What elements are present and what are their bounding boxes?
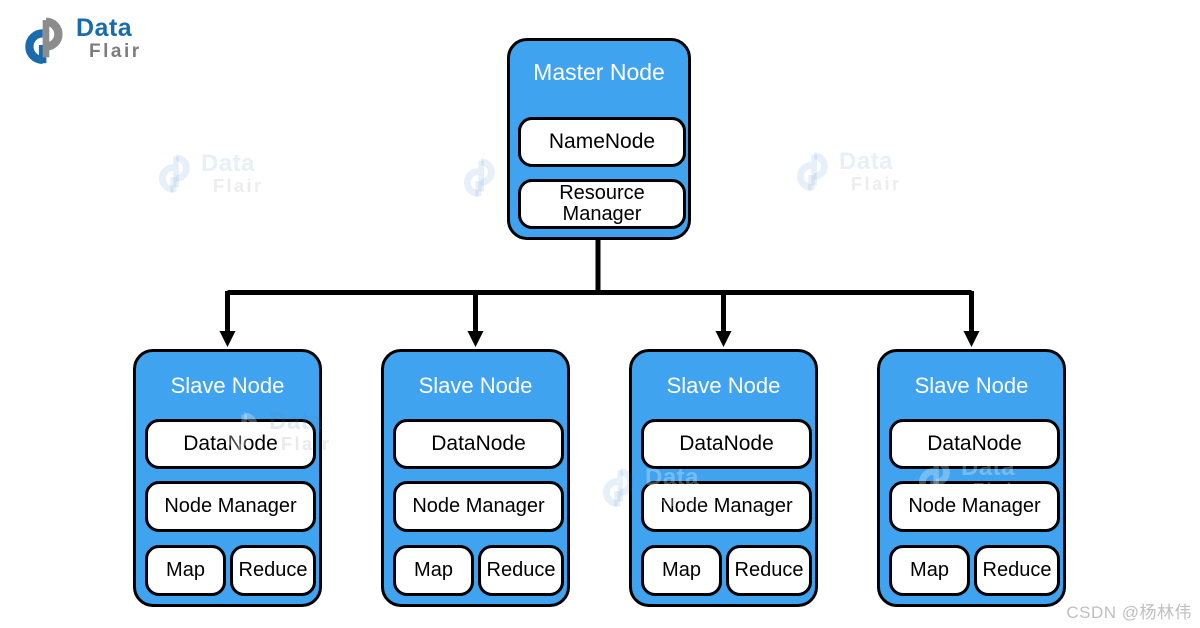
slave-node-title: Slave Node [418, 373, 533, 398]
slave-node-3: Slave Node DataNode Node Manager Map Red… [629, 349, 818, 607]
logo-flair-label: Flair [89, 41, 142, 62]
master-node-title: Master Node [533, 59, 665, 85]
node-manager-box: Node Manager [641, 481, 812, 532]
slave-node-title: Slave Node [170, 373, 285, 398]
node-manager-box: Node Manager [145, 481, 316, 532]
reduce-box: Reduce [478, 545, 564, 596]
dataflair-logo-icon [25, 17, 63, 65]
slave-node-title: Slave Node [666, 373, 781, 398]
slave-node-title: Slave Node [914, 373, 1029, 398]
map-box: Map [889, 545, 970, 596]
dataflair-logo-text: Data Flair [76, 14, 142, 62]
reduce-box: Reduce [230, 545, 316, 596]
resource-manager-box: Resource Manager [518, 179, 686, 229]
csdn-credit: CSDN @杨林伟 [1066, 603, 1192, 622]
map-box: Map [145, 545, 226, 596]
datanode-box: DataNode [145, 419, 316, 469]
reduce-box: Reduce [726, 545, 812, 596]
logo-data-label: Data [76, 14, 133, 42]
map-box: Map [393, 545, 474, 596]
datanode-box: DataNode [889, 419, 1060, 469]
slave-node-2: Slave Node DataNode Node Manager Map Red… [381, 349, 570, 607]
dataflair-logo: Data Flair [12, 8, 142, 72]
master-node: Master Node NameNode Resource Manager [507, 38, 691, 240]
node-manager-box: Node Manager [393, 481, 564, 532]
namenode-box: NameNode [518, 117, 686, 167]
datanode-box: DataNode [641, 419, 812, 469]
slave-node-4: Slave Node DataNode Node Manager Map Red… [877, 349, 1066, 607]
reduce-box: Reduce [974, 545, 1060, 596]
map-box: Map [641, 545, 722, 596]
slave-node-1: Slave Node DataNode Node Manager Map Red… [133, 349, 322, 607]
node-manager-box: Node Manager [889, 481, 1060, 532]
datanode-box: DataNode [393, 419, 564, 469]
